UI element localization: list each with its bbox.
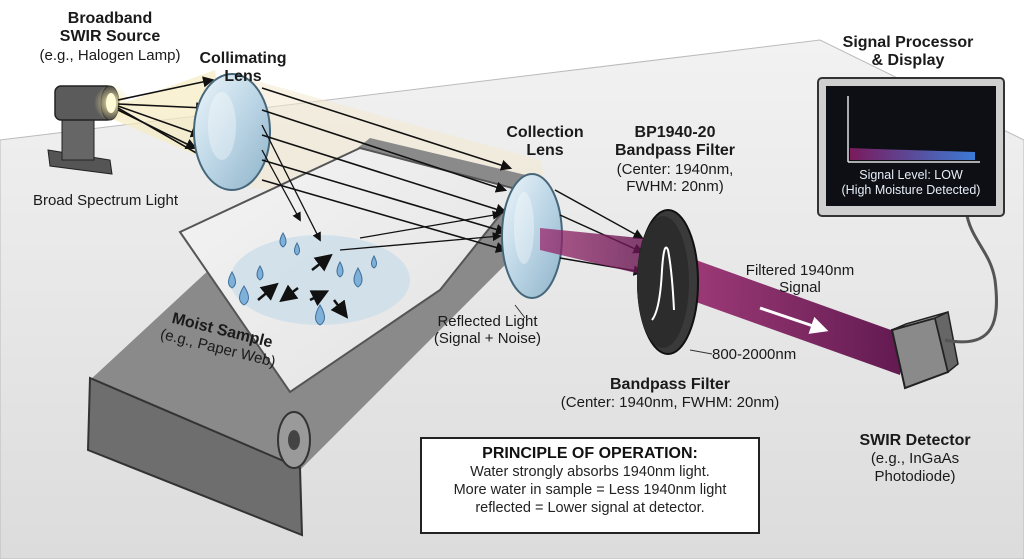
principle-line-3: reflected = Lower signal at detector. — [422, 499, 758, 517]
reflected-light-label: Reflected Light (Signal + Noise) — [420, 313, 555, 348]
collimating-lens-label: Collimating Lens — [188, 50, 298, 87]
filtered-signal-label: Filtered 1940nm Signal — [735, 262, 865, 297]
processor-label: Signal Processor & Display — [828, 34, 988, 71]
principle-box: PRINCIPLE OF OPERATION: Water strongly a… — [420, 437, 760, 534]
principle-line-2: More water in sample = Less 1940nm light — [422, 481, 758, 499]
collection-lens-label: Collection Lens — [495, 124, 595, 161]
bandpass-filter — [637, 210, 698, 354]
screen-readout: Signal Level: LOW (High Moisture Detecte… — [828, 168, 994, 198]
principle-title: PRINCIPLE OF OPERATION: — [422, 445, 758, 463]
source-label: Broadband SWIR Source (e.g., Halogen Lam… — [20, 10, 200, 64]
principle-line-1: Water strongly absorbs 1940nm light. — [422, 463, 758, 481]
bandpass-filter-label: Bandpass Filter (Center: 1940nm, FWHM: 2… — [545, 376, 795, 412]
detector-label: SWIR Detector (e.g., InGaAs Photodiode) — [845, 432, 985, 485]
broad-spectrum-label: Broad Spectrum Light — [18, 192, 193, 209]
range-label: 800-2000nm — [712, 346, 822, 363]
filter-title-label: BP1940-20 Bandpass Filter (Center: 1940n… — [600, 124, 750, 195]
